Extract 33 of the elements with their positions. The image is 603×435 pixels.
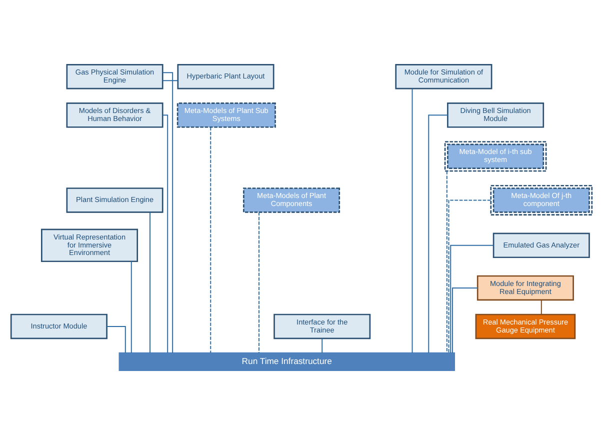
node-box: Plant Simulation Engine [66, 188, 164, 213]
connector [162, 80, 178, 82]
connector [258, 212, 260, 354]
connector [106, 326, 126, 354]
node-box: Models of Disorders & Human Behavior [66, 102, 164, 128]
node-box: Meta-Models of Plant Components [243, 188, 340, 213]
connector [322, 338, 323, 354]
node-box: Module for Simulation of Communication [395, 64, 492, 90]
connector [448, 200, 492, 354]
connector [452, 287, 478, 354]
node-box: Virtual Representation for Immersive Environment [41, 228, 138, 262]
connector [412, 88, 413, 354]
connector [162, 114, 168, 354]
node-box: Hyperbaric Plant Layout [177, 64, 274, 90]
node-box: Diving Bell Simulation Module [447, 102, 544, 128]
node-box: Module for Integrating Real Equipment [476, 275, 574, 301]
node-box: Run Time Infrastructure [118, 352, 455, 371]
connector [162, 72, 174, 354]
connector [446, 170, 448, 354]
connector [149, 212, 150, 354]
node-box: Emulated Gas Analyzer [492, 232, 590, 258]
connector [450, 244, 494, 354]
node-box: Meta-Models of Plant Sub Systems [176, 102, 276, 128]
connector [540, 299, 542, 315]
node-box: Meta-Model Of j-th component [490, 184, 593, 216]
connector [428, 114, 448, 354]
node-box: Real Mechanical Pressure Gauge Equipment [475, 314, 576, 340]
node-box: Gas Physical Simulation Engine [66, 64, 164, 90]
connector [210, 126, 212, 354]
connector [130, 261, 132, 354]
node-box: Interface for the Trainee [274, 314, 371, 340]
node-box: Instructor Module [10, 314, 108, 340]
node-box: Meta-Model of i-th sub system [444, 141, 547, 172]
